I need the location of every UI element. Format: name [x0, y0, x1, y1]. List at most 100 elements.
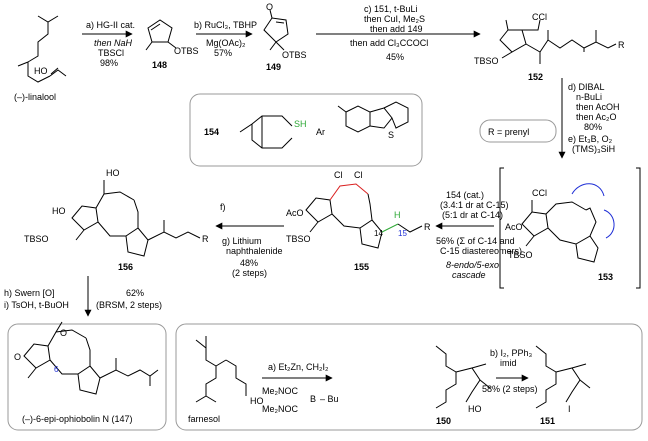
c152-label: 152: [528, 72, 543, 82]
compound-156-structure: [71, 180, 201, 257]
cat-6: 8-endo/5-exo: [446, 260, 499, 270]
compound-152-structure: [499, 19, 617, 64]
farnesol-label: farnesol: [188, 414, 220, 424]
step-g-yield: 48%: [240, 258, 258, 268]
step-h: h) Swern [O]: [4, 288, 55, 298]
c155-cl-1: Cl: [334, 170, 343, 180]
compound-151-structure: [535, 345, 591, 409]
step-a-3: TBSCl: [98, 48, 124, 58]
step-d-4: then Ac₂O: [576, 112, 617, 122]
c155-15: 15: [398, 229, 407, 238]
c149-label: 149: [266, 62, 281, 72]
c147-o-ket: O: [14, 352, 21, 362]
step-d-2: n-BuLi: [576, 92, 602, 102]
c150-oh: HO: [468, 404, 482, 414]
step-a-2: then NaH: [94, 38, 133, 48]
cat-5: C-15 diastereomers): [440, 246, 522, 256]
c155-cl-2: Cl: [354, 170, 363, 180]
frag-a-1: a) Et₂Zn, CH₂I₂: [268, 362, 329, 372]
step-a-1: a) HG-II cat.: [86, 20, 135, 30]
cat-4: 56% (Σ of C-14 and: [436, 236, 515, 246]
c149-o: O: [266, 2, 273, 12]
frag-b-yield: 58% (2 steps): [482, 384, 538, 394]
c155-label: 155: [354, 262, 369, 272]
radical-arrow-2: [603, 209, 615, 239]
step-d-1: d) DIBAL: [568, 82, 605, 92]
step-c-yield: 45%: [386, 52, 404, 62]
step-a-yield: 98%: [100, 58, 118, 68]
c152-ccl3: CCl: [532, 12, 547, 22]
c154-s: S: [388, 130, 394, 140]
c147-o-ald: O: [60, 328, 67, 338]
frag-reagent-bu: – Bu: [320, 394, 339, 404]
radical-arrow-1: [571, 183, 605, 197]
c155-h: H: [394, 210, 401, 220]
bracket-left: [499, 167, 504, 289]
bracket-right: [636, 167, 641, 289]
compound-147-structure: [23, 321, 159, 395]
c153-label: 153: [598, 272, 613, 282]
c149-otbs: OTBS: [282, 50, 307, 60]
c154-sh: SH: [294, 119, 307, 129]
frag-reagent-1: Me₂NOC: [262, 386, 298, 396]
cat-1: 154 (cat.): [446, 190, 484, 200]
step-c-3: then add 149: [370, 24, 423, 34]
step-d-yield: 80%: [584, 122, 602, 132]
step-b-yield: 57%: [214, 48, 232, 58]
c152-r: R: [618, 40, 625, 50]
step-c-2: then CuI, Me₂S: [364, 14, 425, 24]
c155-14: 14: [374, 229, 383, 238]
r-definition-box: [479, 119, 557, 143]
frag-b-2: imid: [500, 358, 517, 368]
c152-tbso: TBSO: [474, 56, 499, 66]
c156-ho: HO: [52, 206, 66, 216]
c155-tbso: TBSO: [286, 234, 311, 244]
c147-6: 6: [54, 365, 59, 374]
dibenzothiophene-structure: [337, 101, 409, 133]
c155-aco: AcO: [286, 208, 304, 218]
c155-r: R: [424, 222, 431, 232]
frag-reagent-b: B: [310, 394, 316, 404]
step-g-steps: (2 steps): [232, 268, 267, 278]
c148-otbs: OTBS: [174, 46, 199, 56]
step-g-2: naphthalenide: [226, 246, 283, 256]
fragment-box: [175, 323, 643, 431]
step-b-2: Mg(OAc)₂: [206, 38, 246, 48]
compound-153-structure: [521, 200, 599, 263]
c154-ar-def: Ar: [316, 127, 325, 137]
c156-label: 156: [118, 262, 133, 272]
step-d-3: then AcOH: [576, 102, 620, 112]
step-f: f): [220, 202, 226, 212]
frag-reagent-2: Me₂NOC: [262, 404, 298, 414]
step-hi-brsm: (BRSM, 2 steps): [96, 300, 162, 310]
c150-label: 150: [436, 416, 451, 426]
c153-aco: AcO: [505, 222, 523, 232]
step-b-1: b) RuCl₃, TBHP: [194, 20, 257, 30]
step-c-4: then add Cl₃CCOCl: [350, 38, 428, 48]
step-e-2: (TMS)₃SiH: [572, 144, 615, 154]
product-box: [7, 323, 167, 431]
c151-i: I: [568, 404, 571, 414]
catalyst-154-box: [189, 93, 423, 167]
frag-b-1: b) I₂, PPh₃: [490, 348, 533, 358]
c147-label: (–)-6-epi-ophiobolin N (147): [22, 414, 133, 424]
c153-ccl2: CCl: [532, 188, 547, 198]
farnesol-oh: HO: [250, 396, 264, 406]
compound-148-structure: [145, 19, 177, 51]
step-c-1: c) 151, t-BuLi: [364, 4, 418, 14]
compound-150-structure: [435, 345, 491, 409]
compound-155-structure: [305, 183, 423, 249]
step-i: i) TsOH, t-BuOH: [4, 300, 69, 310]
step-e-1: e) Et₃B, O₂: [568, 134, 613, 144]
linalool-label: (–)-linalool: [14, 92, 56, 102]
step-g-1: g) Lithium: [222, 236, 262, 246]
c151-label: 151: [540, 416, 555, 426]
c156-tbso: TBSO: [24, 234, 49, 244]
linalool-structure: [17, 15, 67, 83]
c148-label: 148: [152, 60, 167, 70]
c153-tbso: TBSO: [508, 250, 533, 260]
step-hi-yield: 62%: [126, 288, 144, 298]
cat-7: cascade: [452, 270, 486, 280]
cat-3: (5:1 dr at C-14): [442, 210, 503, 220]
